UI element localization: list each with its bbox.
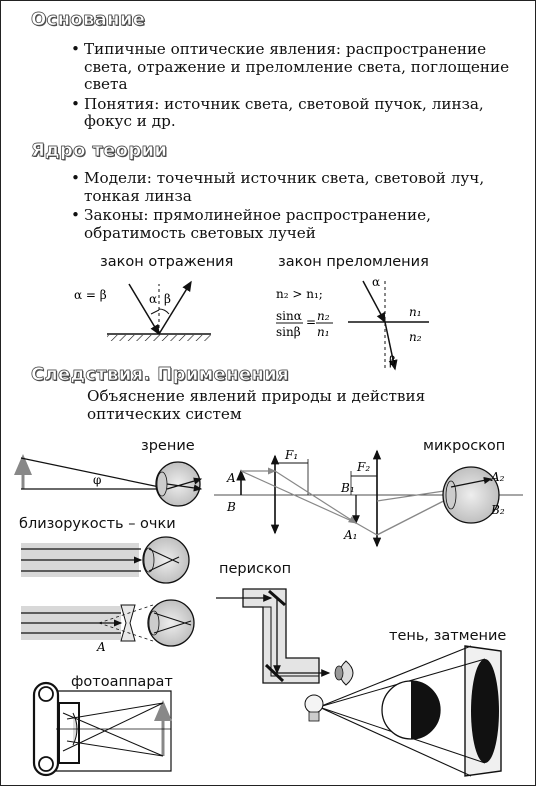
reflection-beta: β <box>164 292 171 306</box>
ms-label-b: B <box>226 500 236 514</box>
ms-label-a2: A₂ <box>490 470 505 484</box>
consequences-title: Следствия. Применения <box>31 364 289 386</box>
vision-phi: φ <box>93 473 101 487</box>
refraction-beta: β <box>389 354 396 368</box>
basis-list: Типичные оптические явления: распростран… <box>71 40 511 133</box>
microscope-label: микроскоп <box>423 438 506 454</box>
core-list: Модели: точечный источник света, светово… <box>71 169 511 244</box>
shadow-diagram <box>304 645 502 777</box>
reflection-title: закон отражения <box>100 254 234 270</box>
refraction-n1-label: n₁ <box>409 305 422 319</box>
refraction-sin-alpha: sinα <box>276 309 302 323</box>
vision-label: зрение <box>141 438 195 454</box>
reflection-diagram: α = β α β <box>74 280 211 341</box>
camera-diagram <box>32 681 172 777</box>
refraction-n2-label: n₂ <box>409 330 422 344</box>
refraction-title: закон преломления <box>278 254 429 270</box>
refraction-diagram: n₂ > n₁; sinα sinβ = n₂ n₁ α β n₁ n₂ <box>276 275 429 371</box>
vision-diagram: φ <box>13 454 203 507</box>
ms-label-a1: A₁ <box>343 528 357 542</box>
consequences-text: Объяснение явлений природы и действия оп… <box>87 387 426 423</box>
core-bullet: Модели: точечный источник света, светово… <box>71 169 511 205</box>
shadow-label: тень, затмение <box>389 628 507 644</box>
camera-label: фотоаппарат <box>71 674 173 690</box>
myopia-point-a: A <box>96 640 106 654</box>
refraction-frac-n1: n₁ <box>317 325 330 339</box>
ms-label-f2: F₂ <box>356 460 370 474</box>
myopia-diagram: A <box>21 536 195 654</box>
ms-label-f1: F₁ <box>284 448 298 462</box>
reflection-formula: α = β <box>74 288 107 302</box>
microscope-diagram: A B F₁ F₂ B₁ A₁ A₂ B₂ <box>214 448 523 548</box>
refraction-frac-n2: n₂ <box>317 309 330 323</box>
ms-label-b2: B₂ <box>490 503 505 517</box>
basis-title: Основание <box>31 9 146 31</box>
core-bullet: Законы: прямолинейное распространение, о… <box>71 206 511 242</box>
reflection-alpha: α <box>149 292 157 306</box>
refraction-condition: n₂ > n₁; <box>276 287 323 301</box>
basis-bullet: Понятия: источник света, световой пучок,… <box>71 95 511 131</box>
refraction-eq: = <box>306 315 316 329</box>
ms-label-a: A <box>226 471 236 485</box>
myopia-label: близорукость – очки <box>19 516 176 532</box>
periscope-diagram <box>216 588 354 686</box>
periscope-label: перископ <box>219 561 292 577</box>
ms-label-b1: B₁ <box>340 481 355 495</box>
refraction-sin-beta: sinβ <box>276 325 301 339</box>
refraction-alpha: α <box>372 275 380 289</box>
basis-bullet: Типичные оптические явления: распростран… <box>71 40 511 94</box>
core-title: Ядро теории <box>31 140 168 162</box>
